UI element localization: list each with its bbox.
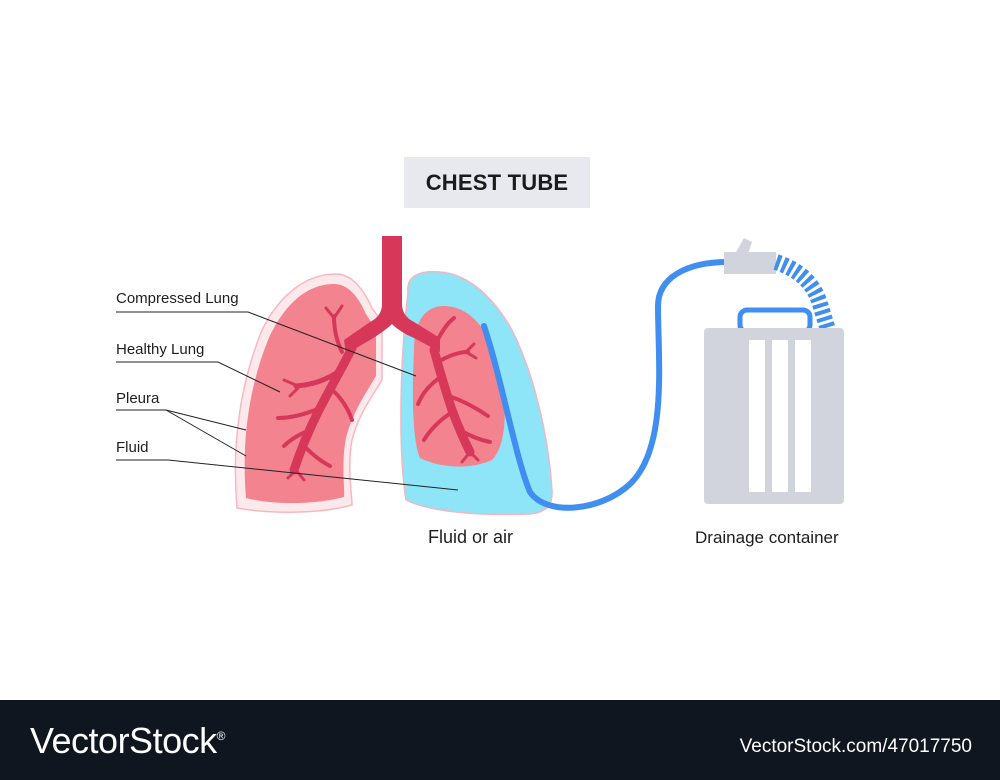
tube-connector xyxy=(724,252,776,274)
brand-name: VectorStock xyxy=(30,720,217,761)
label-pleura: Pleura xyxy=(116,390,160,407)
container-stripe xyxy=(749,340,765,492)
leader-lines xyxy=(116,311,459,491)
healthy-lung xyxy=(244,284,376,504)
leader-fluid xyxy=(116,459,459,491)
leader-pleura-1 xyxy=(116,409,247,431)
container-stripe xyxy=(772,340,788,492)
brand-logo: VectorStock® xyxy=(30,720,225,762)
footer-bar: VectorStock® VectorStock.com/47017750 xyxy=(0,700,1000,780)
label-fluid: Fluid xyxy=(116,439,149,456)
trademark-mark: ® xyxy=(216,729,226,743)
leader-compressed-lung xyxy=(116,311,417,377)
drainage-tube xyxy=(481,259,731,511)
title-box: CHEST TUBE xyxy=(404,157,590,208)
chest-tube-diagram: CHEST TUBE Compressed Lung Healthy Lung … xyxy=(116,157,844,547)
left-bronchi xyxy=(276,304,357,482)
container-stripe xyxy=(795,340,811,492)
diagram-title: CHEST TUBE xyxy=(425,169,569,195)
corrugated-hose xyxy=(773,254,836,333)
image-id: VectorStock.com/47017750 xyxy=(739,736,972,757)
leader-healthy-lung xyxy=(116,361,281,393)
trachea xyxy=(344,236,440,354)
label-healthy-lung: Healthy Lung xyxy=(116,341,205,358)
right-bronchi xyxy=(416,316,492,464)
leader-pleura-2 xyxy=(165,409,247,457)
diagram-illustration xyxy=(116,236,844,516)
connector-nozzle xyxy=(736,238,752,254)
caption-drainage-container: Drainage container xyxy=(695,528,839,547)
caption-fluid-or-air: Fluid or air xyxy=(428,527,514,547)
label-compressed-lung: Compressed Lung xyxy=(116,290,239,307)
